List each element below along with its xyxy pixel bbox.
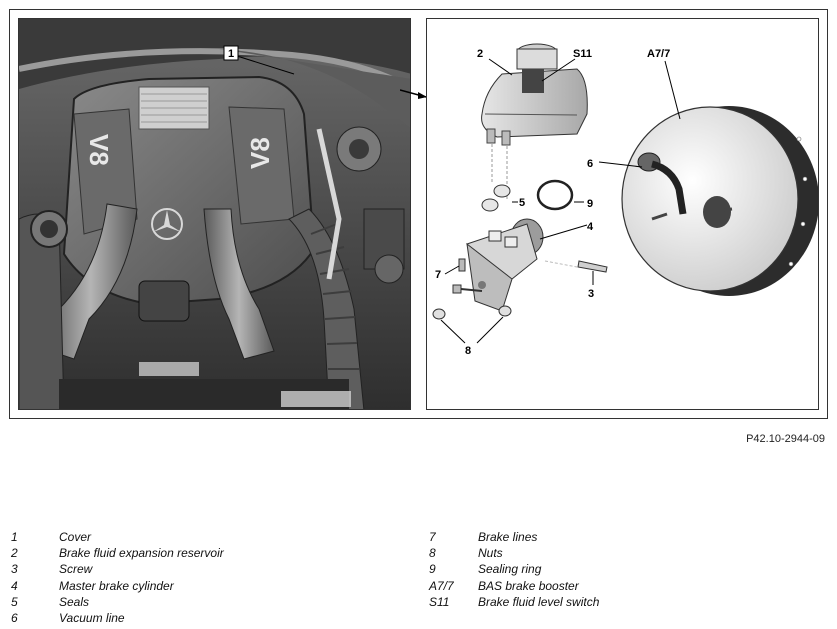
master-brake-cylinder (466, 218, 544, 312)
brake-fluid-reservoir (481, 43, 588, 146)
callout-7: 7 (435, 269, 441, 281)
vacuum-line (637, 152, 687, 215)
screw (544, 260, 608, 273)
v8-badge-right: V8 (245, 137, 275, 169)
brake-booster (621, 106, 818, 296)
callout-2: 2 (477, 48, 483, 60)
brake-lines (452, 258, 483, 294)
engine-photo: V8 V8 (18, 18, 411, 410)
callout-8: 8 (465, 345, 471, 357)
callout-a7-7: A7/7 (647, 48, 670, 60)
callout-9: 9 (587, 198, 593, 210)
callout-4: 4 (587, 221, 594, 233)
figure-reference: P42.10-2944-09 (746, 433, 825, 445)
callout-5: 5 (519, 197, 525, 209)
callout-s11: S11 (573, 48, 592, 60)
exploded-view-drawing: 6 A7/7 2 S11 5 9 (426, 18, 819, 410)
callout-1: 1 (228, 48, 234, 60)
callout-6: 6 (587, 158, 593, 170)
nuts (432, 305, 512, 320)
panel-connector-arrow (400, 89, 427, 99)
sealing-ring (536, 179, 574, 211)
callout-3: 3 (588, 288, 594, 300)
v8-badge-left: V8 (84, 134, 114, 166)
star-emblem-icon (151, 208, 183, 240)
seals (481, 184, 511, 212)
